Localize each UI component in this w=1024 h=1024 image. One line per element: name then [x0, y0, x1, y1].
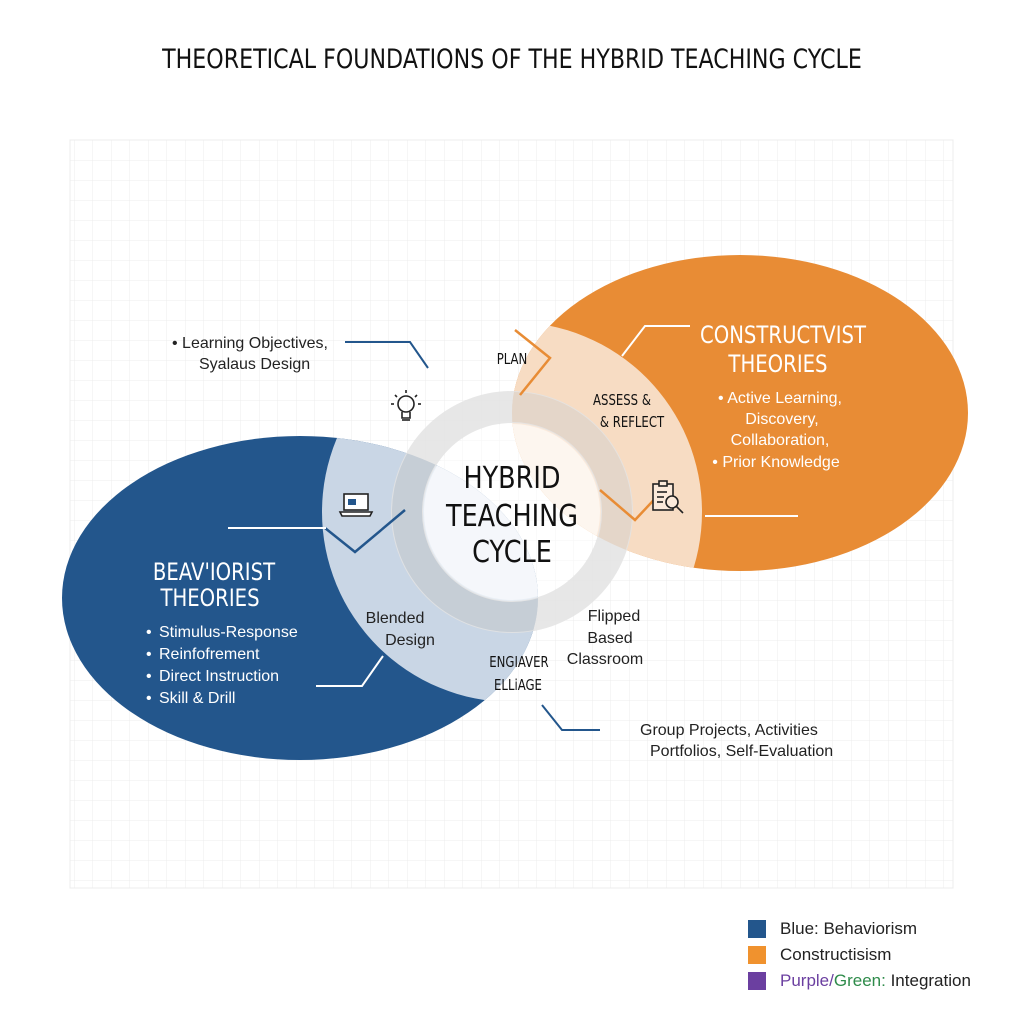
lightbulb-icon — [391, 390, 421, 421]
objectives-connector — [345, 341, 429, 369]
svg-text:•: • — [146, 646, 152, 663]
blended-arrow — [324, 509, 406, 554]
constructivist-list: • Active Learning, Discovery, Collaborat… — [712, 390, 842, 471]
blended-label-line1: Blended — [366, 610, 425, 627]
projects-connector — [541, 704, 600, 731]
legend-label: Constructisism — [780, 945, 892, 964]
cycle-ring — [391, 391, 633, 633]
stage-assess-line2: & REFLECT — [600, 415, 665, 432]
center-title-line3: CYCLE — [472, 534, 552, 570]
constructivist-item: Collaboration, — [731, 432, 830, 449]
flipped-label-line2: Based — [587, 630, 632, 647]
stage-assess-line1: ASSESS & — [593, 393, 651, 410]
constructivist-item: • Prior Knowledge — [712, 454, 840, 471]
behaviorist-title-line1: BEAV'IORIST — [153, 559, 276, 586]
legend-label: Blue: Behaviorism — [780, 919, 918, 938]
legend-label-slash: / — [829, 971, 834, 990]
stage-engage-line2: ELLiAGE — [494, 678, 542, 695]
legend-label-purple: Purple — [780, 971, 830, 990]
projects-callout-line2: Portfolios, Self-Evaluation — [650, 743, 833, 760]
center-title-line2: TEACHING — [445, 498, 578, 534]
page-title: THEORETICAL FOUNDATIONS OF THE HYBRID TE… — [162, 44, 862, 75]
svg-text:•: • — [146, 668, 152, 685]
constructivist-title-line1: CONSTRUCTVIST — [700, 322, 867, 349]
legend-item-integration: Purple/Green: Integration — [748, 968, 971, 994]
center-title-line1: HYBRID — [463, 460, 560, 496]
behaviorist-item: Stimulus-Response — [159, 624, 298, 641]
stage-engage-line1: ENGIAVER — [489, 655, 548, 672]
behaviorist-item: Skill & Drill — [159, 690, 235, 707]
legend-item-behaviorism: Blue: Behaviorism — [748, 916, 971, 942]
legend-label-integration: Integration — [885, 971, 971, 990]
behaviorist-title-line2: THEORIES — [160, 585, 260, 612]
constructivist-item: Discovery, — [745, 411, 819, 428]
legend-item-constructivism: Constructisism — [748, 942, 971, 968]
legend-label-green: Green: — [833, 971, 886, 990]
clipboard-magnifier-icon — [652, 480, 684, 514]
svg-text:•: • — [146, 690, 152, 707]
svg-text:•: • — [146, 624, 152, 641]
objectives-callout-line2: Syalaus Design — [199, 356, 310, 373]
stage-plan: PLAN — [497, 352, 528, 369]
behaviorist-list: • Stimulus-Response • Reinfofrement • Direc… — [146, 624, 298, 707]
blended-label-line2: Design — [385, 632, 435, 649]
behaviorist-item: Direct Instruction — [159, 668, 279, 685]
blended-connector — [316, 655, 384, 687]
behaviorist-item: Reinfofrement — [159, 646, 260, 663]
legend: Blue: Behaviorism Constructisism Purple/… — [748, 916, 971, 994]
center-disc — [424, 424, 600, 600]
legend-swatch-orange — [748, 946, 766, 964]
plan-arrow — [514, 329, 552, 396]
constructivist-item: • Active Learning, — [718, 390, 842, 407]
constructivist-title-line2: THEORIES — [728, 351, 828, 378]
legend-swatch-purple — [748, 972, 766, 990]
objectives-callout-line1: • Learning Objectives, — [172, 335, 328, 352]
projects-callout-line1: Group Projects, Activities — [640, 722, 818, 739]
flipped-label-line1: Flipped — [588, 608, 640, 625]
laptop-icon — [338, 493, 374, 517]
legend-swatch-blue — [748, 920, 766, 938]
assess-band — [512, 322, 702, 571]
flipped-label-line3: Classroom — [567, 651, 643, 668]
constructivist-connector — [621, 325, 690, 357]
